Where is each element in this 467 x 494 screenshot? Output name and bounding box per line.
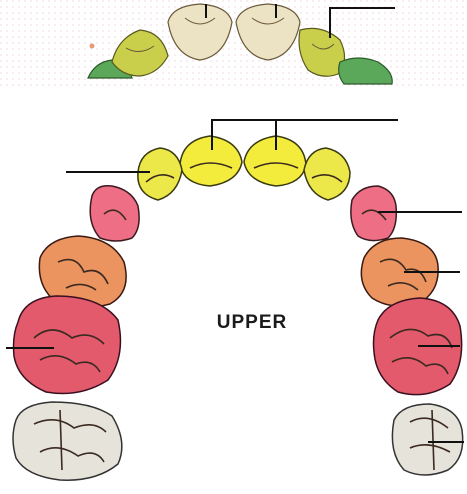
top-strip-speck	[90, 44, 95, 49]
tooth-upper-right-lateral-incisor	[138, 148, 182, 200]
tooth-upper-right-canine	[90, 186, 139, 241]
separator	[0, 88, 467, 110]
upper-arch	[13, 136, 463, 480]
arch-label: UPPER	[217, 312, 287, 333]
tooth-upper-right-third-molar	[13, 402, 122, 480]
tooth-upper-left-third-molar	[392, 404, 462, 475]
leader-central-incisors	[212, 120, 398, 150]
tooth-upper-left-canine	[351, 186, 396, 241]
tooth-upper-right-molar	[14, 296, 121, 394]
top-strip-background	[0, 0, 467, 88]
tooth-upper-left-lateral-incisor	[304, 148, 350, 200]
